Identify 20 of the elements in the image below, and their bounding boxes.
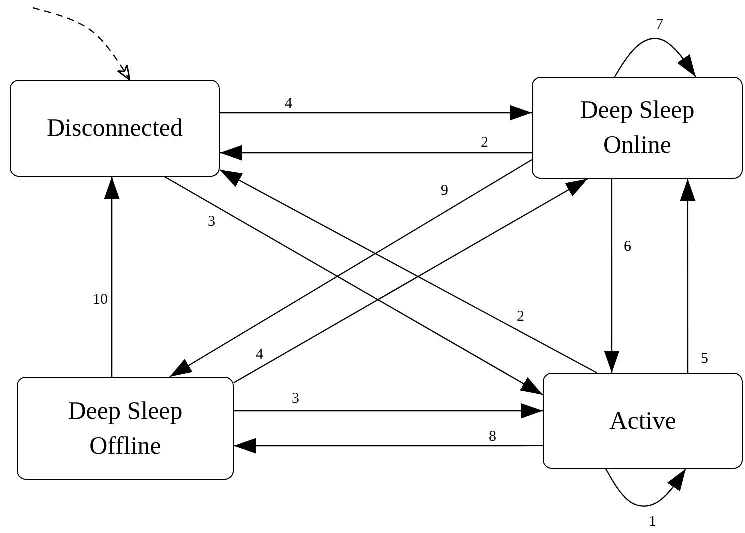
- state-box: [532, 77, 743, 179]
- state-name: Deep Sleep Online: [579, 96, 696, 161]
- state-box: [543, 373, 743, 469]
- arrow: [220, 145, 532, 161]
- arrow: [234, 438, 543, 454]
- arrow: [170, 160, 532, 378]
- arrow: [164, 176, 544, 396]
- state-name: Disconnected: [46, 114, 184, 144]
- state-box: [17, 377, 234, 480]
- state-name: Active: [608, 406, 678, 436]
- arrow: [234, 403, 543, 419]
- arrow: [604, 179, 620, 373]
- arrow: [104, 177, 120, 377]
- dashed-arrow: [32, 7, 131, 81]
- arrow: [605, 468, 686, 507]
- state-box: [10, 80, 220, 177]
- arrow: [220, 105, 532, 121]
- state-name: Deep Sleep Offline: [67, 396, 184, 462]
- arrow: [680, 179, 696, 373]
- arrow: [614, 38, 696, 78]
